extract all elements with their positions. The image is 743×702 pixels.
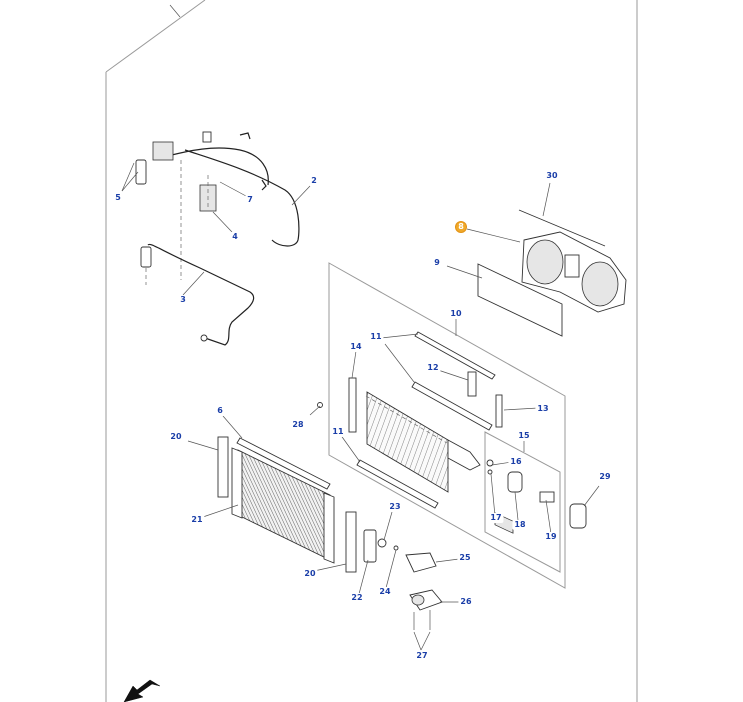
callout-12[interactable]: 12 [425, 363, 441, 373]
callout-5[interactable]: 5 [113, 193, 123, 203]
callout-7[interactable]: 7 [245, 195, 255, 205]
callout-8-highlighted[interactable]: 8 [456, 222, 466, 232]
compressor-parts [363, 503, 587, 630]
callout-27[interactable]: 27 [414, 651, 430, 661]
callout-24[interactable]: 24 [377, 587, 393, 597]
cable-assembly [140, 243, 255, 346]
callout-22[interactable]: 22 [349, 593, 365, 603]
callout-10[interactable]: 10 [448, 309, 464, 319]
callout-11-lower[interactable]: 11 [330, 427, 346, 437]
callout-20-right[interactable]: 20 [302, 569, 318, 579]
callout-17[interactable]: 17 [488, 513, 504, 523]
callout-25[interactable]: 25 [457, 553, 473, 563]
callout-4[interactable]: 4 [230, 232, 240, 242]
blower-assembly [477, 209, 627, 534]
callout-14[interactable]: 14 [348, 342, 364, 352]
condenser [217, 402, 357, 573]
callout-6[interactable]: 6 [215, 406, 225, 416]
callout-28[interactable]: 28 [290, 420, 306, 430]
callout-13[interactable]: 13 [535, 404, 551, 414]
callout-20-left[interactable]: 20 [168, 432, 184, 442]
evaporator-core [348, 331, 555, 509]
callout-11-upper[interactable]: 11 [368, 332, 384, 342]
callout-16[interactable]: 16 [508, 457, 524, 467]
callout-23[interactable]: 23 [387, 502, 403, 512]
callout-29[interactable]: 29 [597, 472, 613, 482]
callout-30[interactable]: 30 [544, 171, 560, 181]
evaporator-group-frame [328, 262, 566, 589]
callout-19[interactable]: 19 [543, 532, 559, 542]
callout-2[interactable]: 2 [309, 176, 319, 186]
callout-15[interactable]: 15 [516, 431, 532, 441]
callout-3[interactable]: 3 [178, 295, 188, 305]
leader-lines [121, 162, 600, 651]
callout-21[interactable]: 21 [189, 515, 205, 525]
callout-18[interactable]: 18 [512, 520, 528, 530]
wiring-harness [135, 131, 300, 280]
outer-frame [105, 0, 638, 702]
callout-26[interactable]: 26 [458, 597, 474, 607]
front-arrow-icon [123, 679, 161, 702]
callout-9[interactable]: 9 [432, 258, 442, 268]
